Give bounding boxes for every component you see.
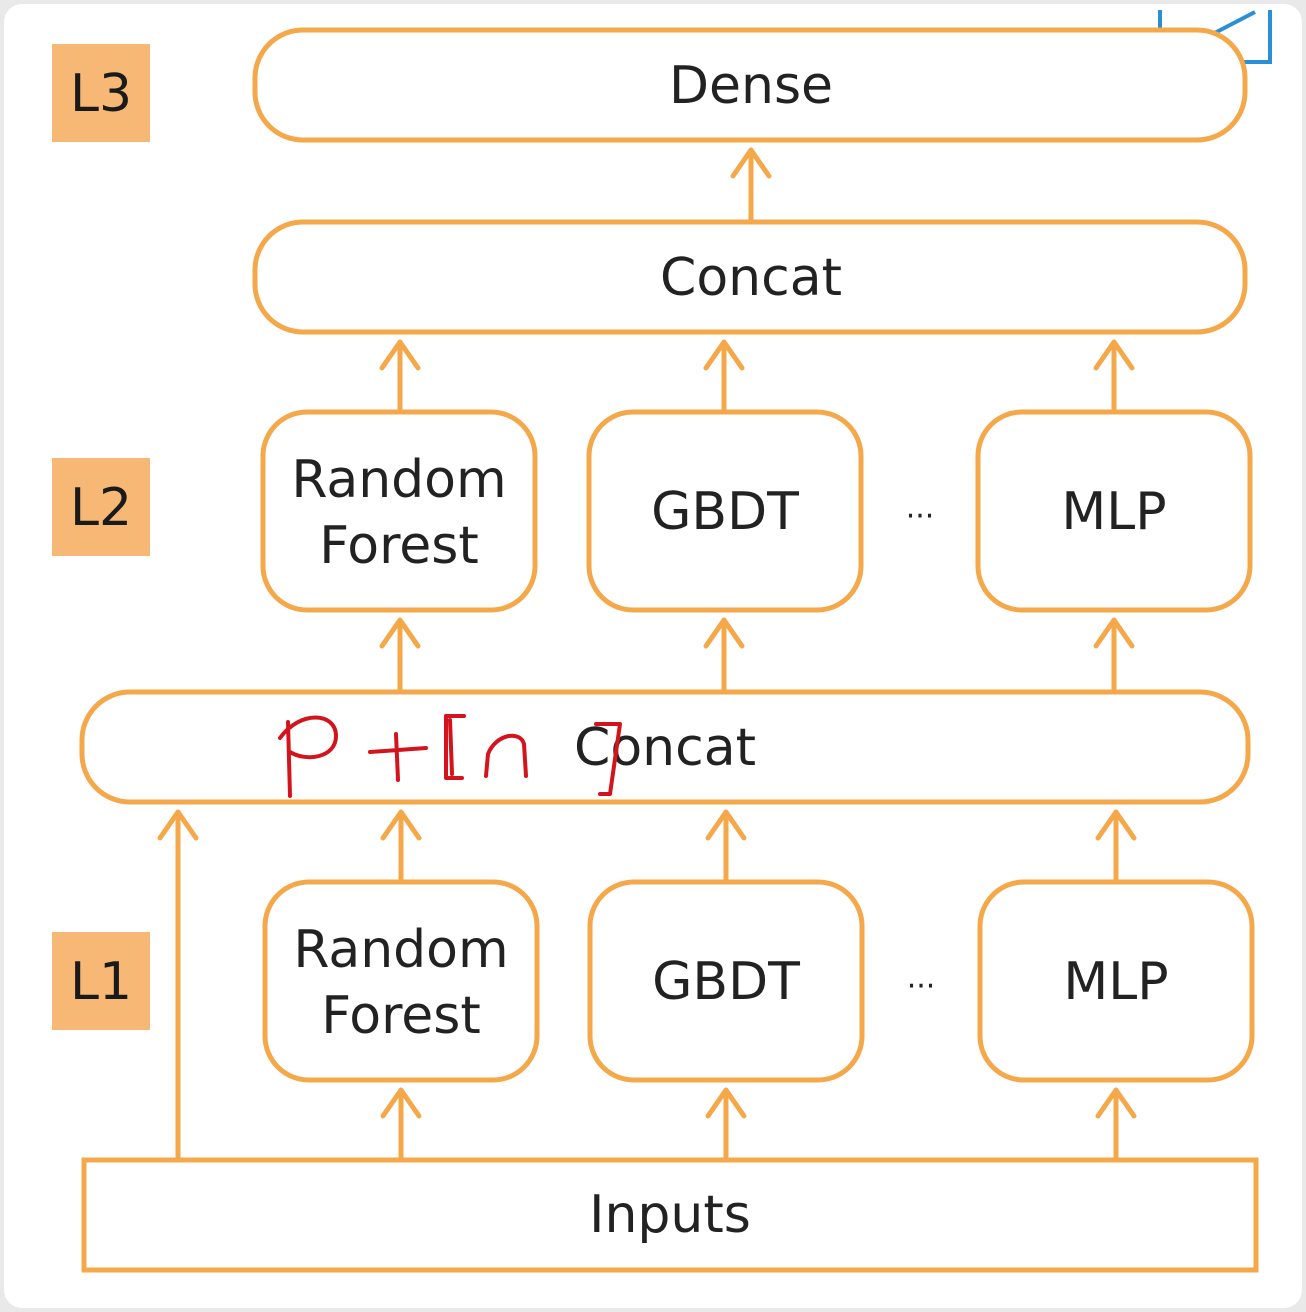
arrow-l2-gbdt-to-concat <box>703 339 745 413</box>
node-l1-random-forest-line1: Random <box>293 920 508 980</box>
node-l1-gbdt-box <box>587 879 865 1083</box>
arrow-l1-gbdt-to-concat <box>705 809 747 883</box>
ink-n <box>484 733 528 778</box>
l1-ellipsis: ... <box>907 961 936 996</box>
arrow-concat-to-l2-random-forest <box>379 617 421 693</box>
node-l1-mlp-label: MLP <box>1063 952 1168 1012</box>
stacking-diagram: L3 L2 L1 <box>52 10 1272 1273</box>
arrow-l1-mlp-to-concat <box>1095 809 1137 883</box>
layer-tag-l3-bg <box>52 44 150 142</box>
node-inputs: Inputs <box>81 1157 1259 1273</box>
node-l2-random-forest: Random Forest <box>260 409 538 613</box>
node-l2-gbdt: GBDT <box>586 409 864 613</box>
node-l2-gbdt-label: GBDT <box>651 482 799 542</box>
layer-tag-l3-label: L3 <box>70 64 132 124</box>
node-l1-random-forest-line2: Forest <box>321 986 481 1046</box>
arrow-concat-to-l2-mlp <box>1093 617 1135 693</box>
ink-open-bracket <box>444 714 466 780</box>
node-l1-random-forest: Random Forest <box>262 879 540 1083</box>
node-l2-random-forest-box <box>260 409 538 613</box>
node-l1-random-forest-box <box>262 879 540 1083</box>
diagram-card: L3 L2 L1 <box>4 4 1302 1308</box>
l2-ellipsis: ... <box>906 491 935 526</box>
arrow-inputs-to-l1-random-forest <box>380 1087 422 1161</box>
arrow-l1-random-forest-to-concat <box>380 809 422 883</box>
node-l2-mlp-label: MLP <box>1061 482 1166 542</box>
node-dense: Dense <box>252 27 1248 143</box>
arrow-l2-mlp-to-concat <box>1093 339 1135 413</box>
node-l2-random-forest-line1: Random <box>291 450 506 510</box>
arrow-concat-to-dense <box>730 147 772 223</box>
layer-tag-l2-bg <box>52 458 150 556</box>
node-concat-mid-box <box>79 689 1251 805</box>
arrow-l2-random-forest-to-concat <box>379 339 421 413</box>
node-l1-mlp: MLP <box>977 879 1255 1083</box>
node-l2-random-forest-line2: Forest <box>319 516 479 576</box>
ink-close-bracket <box>594 722 622 796</box>
node-concat-mid-label: Concat <box>574 718 756 778</box>
arrow-inputs-to-l1-gbdt <box>705 1087 747 1161</box>
layer-tag-l1-label: L1 <box>70 952 132 1012</box>
node-l2-gbdt-box <box>586 409 864 613</box>
node-l1-gbdt: GBDT <box>587 879 865 1083</box>
handwritten-annotation <box>278 714 622 798</box>
node-concat-top-box <box>252 219 1248 335</box>
arrow-inputs-to-concat-mid <box>157 809 199 1161</box>
layer-tag-l3: L3 <box>52 44 150 142</box>
node-l1-gbdt-label: GBDT <box>652 952 800 1012</box>
node-dense-box <box>252 27 1248 143</box>
arrow-inputs-to-l1-mlp <box>1095 1087 1137 1161</box>
layer-tag-l1-bg <box>52 932 150 1030</box>
node-inputs-box <box>81 1157 1259 1273</box>
node-dense-label: Dense <box>669 56 833 116</box>
node-concat-top-label: Concat <box>660 248 842 308</box>
layer-tag-l1: L1 <box>52 932 150 1030</box>
layer-tag-l2-label: L2 <box>70 478 132 538</box>
node-concat-mid: Concat <box>79 689 1251 805</box>
node-l1-mlp-box <box>977 879 1255 1083</box>
node-inputs-label: Inputs <box>589 1185 751 1245</box>
arrow-concat-to-l2-gbdt <box>703 617 745 693</box>
ink-plus <box>368 732 428 782</box>
node-l2-mlp-box <box>975 409 1253 613</box>
ink-P <box>278 715 338 798</box>
layer-tag-l2: L2 <box>52 458 150 556</box>
node-l2-mlp: MLP <box>975 409 1253 613</box>
node-concat-top: Concat <box>252 219 1248 335</box>
